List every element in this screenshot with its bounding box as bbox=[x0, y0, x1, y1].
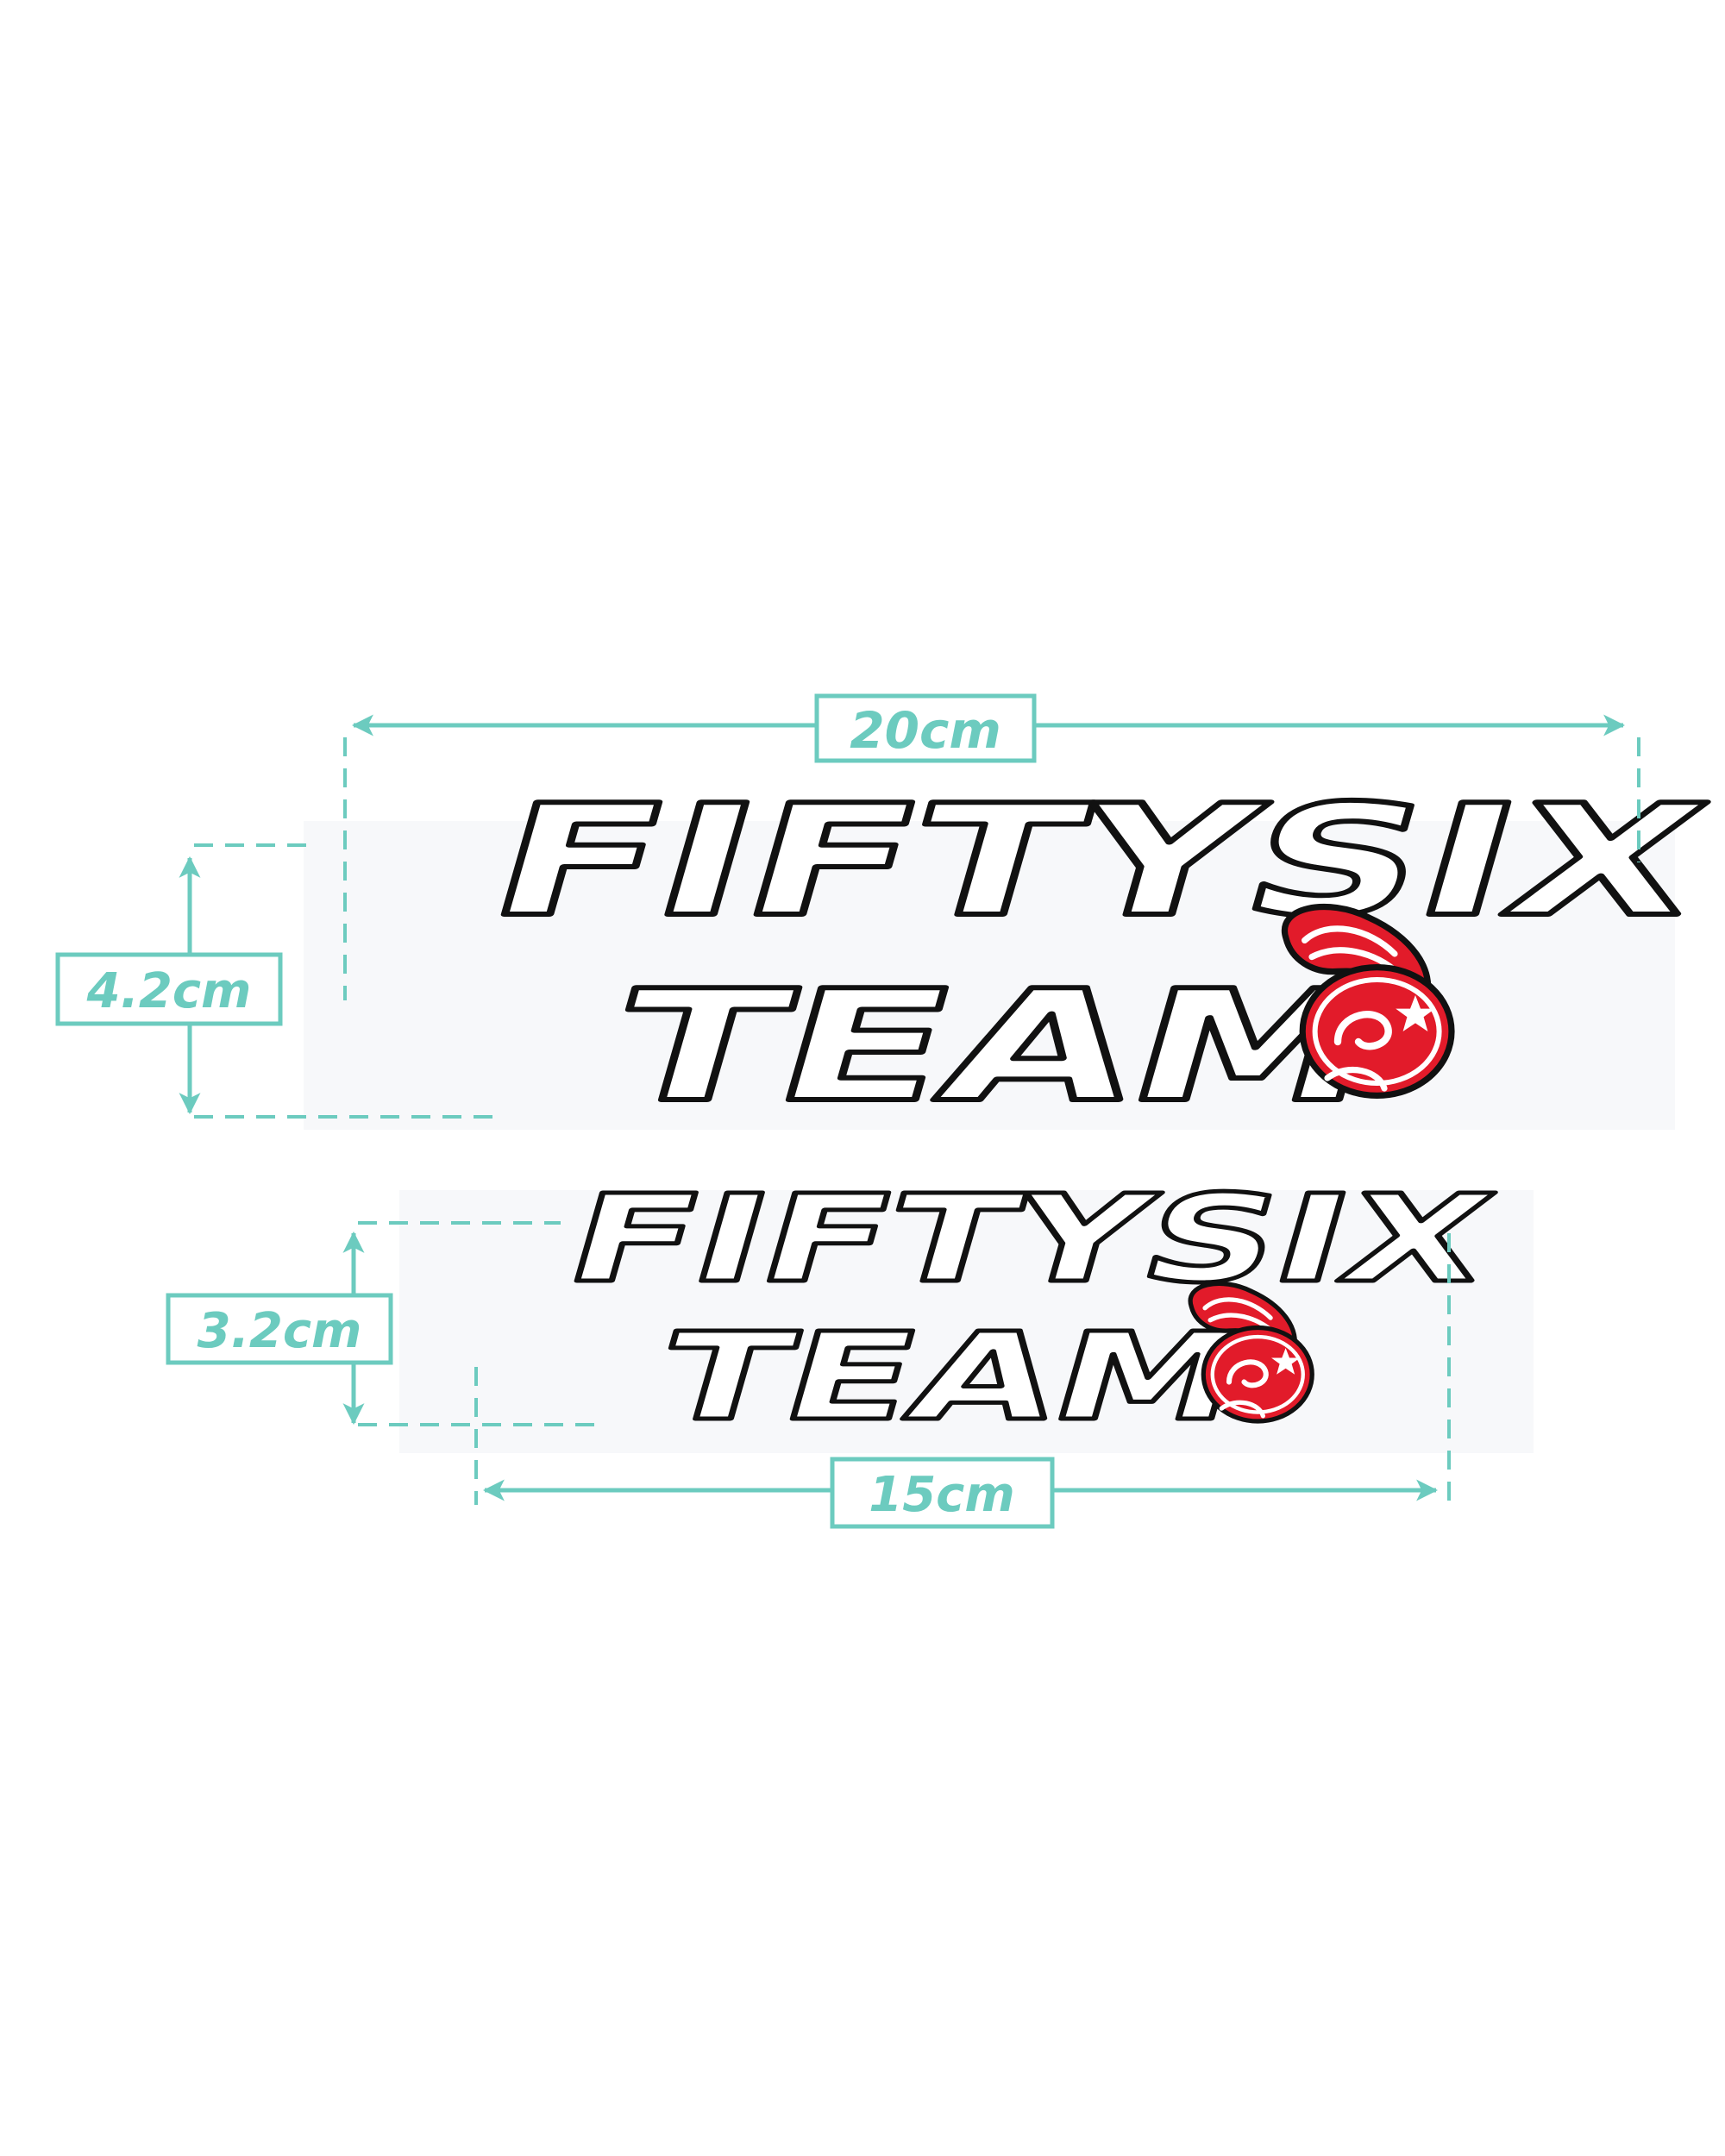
logo-line2: TEAM bbox=[592, 956, 1402, 1136]
sticker-small-logo: FIFTYSIX TEAM bbox=[550, 1166, 1509, 1450]
height-label: 3.2cm bbox=[198, 1303, 362, 1359]
width-label-box bbox=[814, 693, 1037, 763]
width-dimension-15cm: 15cm bbox=[474, 1233, 1451, 1529]
height-dimension-4-2cm: 4.2cm bbox=[55, 843, 505, 1119]
sticker-large-backing bbox=[304, 821, 1675, 1130]
width-label: 20cm bbox=[850, 701, 1001, 760]
width-label-box bbox=[830, 1457, 1055, 1529]
sticker-small: FIFTYSIX TEAM 3.2cm 15cm bbox=[166, 1166, 1534, 1529]
height-dimension-3-2cm: 3.2cm bbox=[166, 1221, 595, 1426]
sticker-large-logo: FIFTYSIX TEAM bbox=[470, 768, 1725, 1138]
height-label: 4.2cm bbox=[86, 963, 252, 1019]
width-label: 15cm bbox=[869, 1467, 1014, 1523]
logo-line2: TEAM bbox=[643, 1307, 1261, 1448]
height-label-box bbox=[166, 1293, 393, 1365]
sticker-small-backing bbox=[399, 1190, 1534, 1453]
height-label-box bbox=[55, 952, 283, 1026]
sticker-large: FIFTYSIX TEAM 20cm 4.2cm bbox=[55, 693, 1725, 1138]
logo-line1: FIFTYSIX bbox=[473, 771, 1723, 950]
width-dimension-20cm: 20cm bbox=[343, 693, 1640, 1000]
logo-line1: FIFTYSIX bbox=[552, 1169, 1507, 1310]
